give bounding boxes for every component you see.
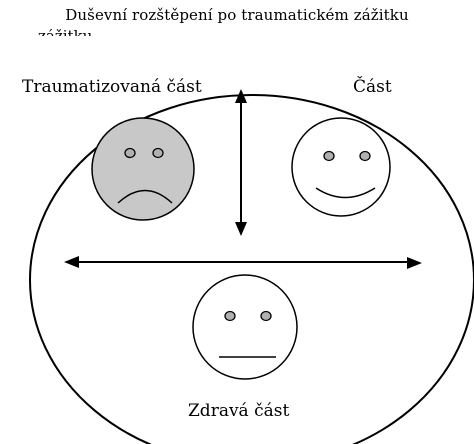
healthy-part-label: Zdravá část [188,401,290,421]
title-overflow-text: zážitku [38,29,92,36]
happy-face-icon [291,117,391,217]
diagram-title: Duševní rozštěpení po traumatickém zážit… [65,6,409,24]
neutral-face-icon [192,274,298,380]
vertical-double-arrow [235,89,247,236]
horizontal-double-arrow [64,256,422,269]
sad-face-icon [91,117,195,221]
other-part-label: Část [353,77,392,97]
traumatized-part-label: Traumatizovaná část [22,77,202,97]
mind-ellipse [29,94,474,444]
